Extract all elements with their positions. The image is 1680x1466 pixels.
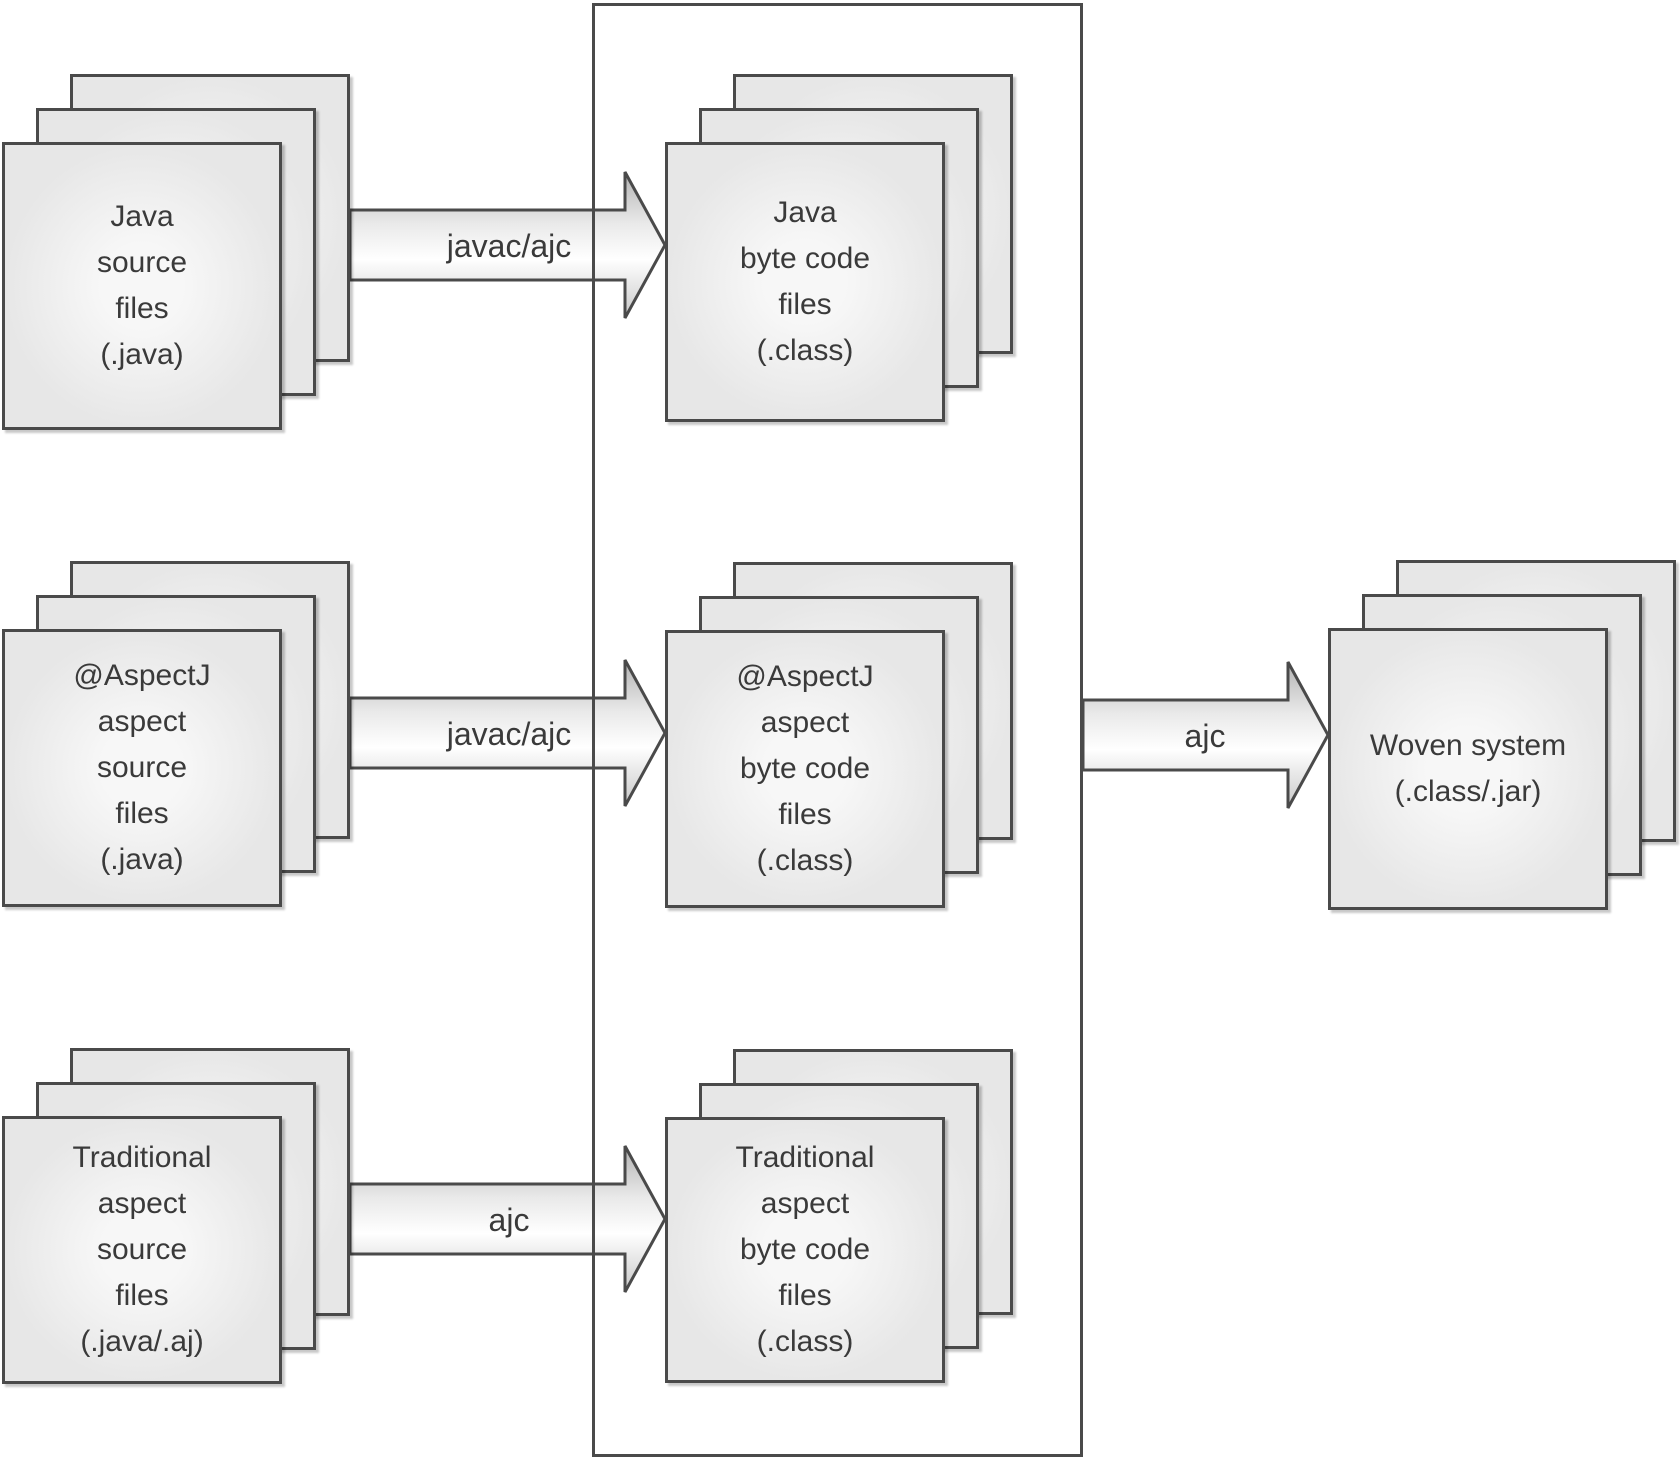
doc-text-line: @AspectJ bbox=[736, 660, 874, 693]
doc-text-line: byte code bbox=[739, 242, 871, 275]
arrow-label-traditional-compile: ajc bbox=[489, 1202, 530, 1238]
java-source-files-doc: Java source files (.java) bbox=[2, 142, 282, 430]
arrow-aspectj-compile bbox=[348, 659, 667, 807]
doc-text-line: files bbox=[778, 288, 832, 321]
arrow-java-compile bbox=[348, 171, 667, 319]
doc-text-line: aspect bbox=[760, 1187, 850, 1220]
doc-text-line: source bbox=[96, 246, 188, 279]
doc-text-line: Java bbox=[110, 200, 174, 233]
doc-text-line: Woven system bbox=[1369, 729, 1567, 762]
arrow-label-aspectj-compile: javac/ajc bbox=[446, 716, 572, 752]
traditional-bytecode-files-stack: Traditional aspect byte code files (.class) bbox=[665, 1049, 1013, 1383]
java-source-files-stack: Java source files (.java) bbox=[2, 74, 350, 430]
java-bytecode-files-doc: Java byte code files (.class) bbox=[665, 142, 945, 422]
doc-text-line: byte code bbox=[739, 752, 871, 785]
arrow-label-java-compile: javac/ajc bbox=[446, 228, 572, 264]
aspectj-bytecode-files-stack: @AspectJ aspect byte code files (.class) bbox=[665, 562, 1013, 908]
aspectj-source-files-stack: @AspectJ aspect source files (.java) bbox=[2, 561, 350, 907]
arrow-traditional-compile bbox=[348, 1145, 667, 1293]
doc-text-line: @AspectJ bbox=[73, 659, 211, 692]
doc-text-line: (.class) bbox=[756, 1325, 854, 1358]
doc-text-line: files bbox=[778, 798, 832, 831]
doc-text-line: source bbox=[96, 1233, 188, 1266]
doc-text-line: files bbox=[115, 292, 169, 325]
doc-text-line: files bbox=[778, 1279, 832, 1312]
doc-text-line: aspect bbox=[97, 705, 187, 738]
doc-text-line: (.java/.aj) bbox=[80, 1325, 204, 1358]
traditional-bytecode-files-doc: Traditional aspect byte code files (.class) bbox=[665, 1117, 945, 1383]
doc-text-line: aspect bbox=[760, 706, 850, 739]
doc-text-line: byte code bbox=[739, 1233, 871, 1266]
traditional-source-files-doc: Traditional aspect source files (.java/.aj) bbox=[2, 1116, 282, 1384]
aspectj-source-files-doc: @AspectJ aspect source files (.java) bbox=[2, 629, 282, 907]
doc-text-line: (.class) bbox=[756, 334, 854, 367]
doc-text-line: (.java) bbox=[100, 843, 184, 876]
arrow-label-weave: ajc bbox=[1185, 718, 1226, 754]
java-bytecode-files-stack: Java byte code files (.class) bbox=[665, 74, 1013, 422]
woven-system-stack: Woven system (.class/.jar) bbox=[1328, 560, 1676, 910]
woven-system-doc: Woven system (.class/.jar) bbox=[1328, 628, 1608, 910]
doc-text-line: Traditional bbox=[72, 1141, 212, 1174]
doc-text-line: (.class/.jar) bbox=[1394, 775, 1542, 808]
arrow-weave bbox=[1081, 661, 1330, 809]
doc-text-line: source bbox=[96, 751, 188, 784]
doc-text-line: Java bbox=[773, 196, 837, 229]
doc-text-line: files bbox=[115, 797, 169, 830]
doc-text-line: (.java) bbox=[100, 338, 184, 371]
aspectj-bytecode-files-doc: @AspectJ aspect byte code files (.class) bbox=[665, 630, 945, 908]
doc-text-line: files bbox=[115, 1279, 169, 1312]
doc-text-line: Traditional bbox=[735, 1141, 875, 1174]
traditional-source-files-stack: Traditional aspect source files (.java/.aj) bbox=[2, 1048, 350, 1384]
doc-text-line: aspect bbox=[97, 1187, 187, 1220]
doc-text-line: (.class) bbox=[756, 844, 854, 877]
bytecode-container-box bbox=[592, 3, 1083, 1457]
